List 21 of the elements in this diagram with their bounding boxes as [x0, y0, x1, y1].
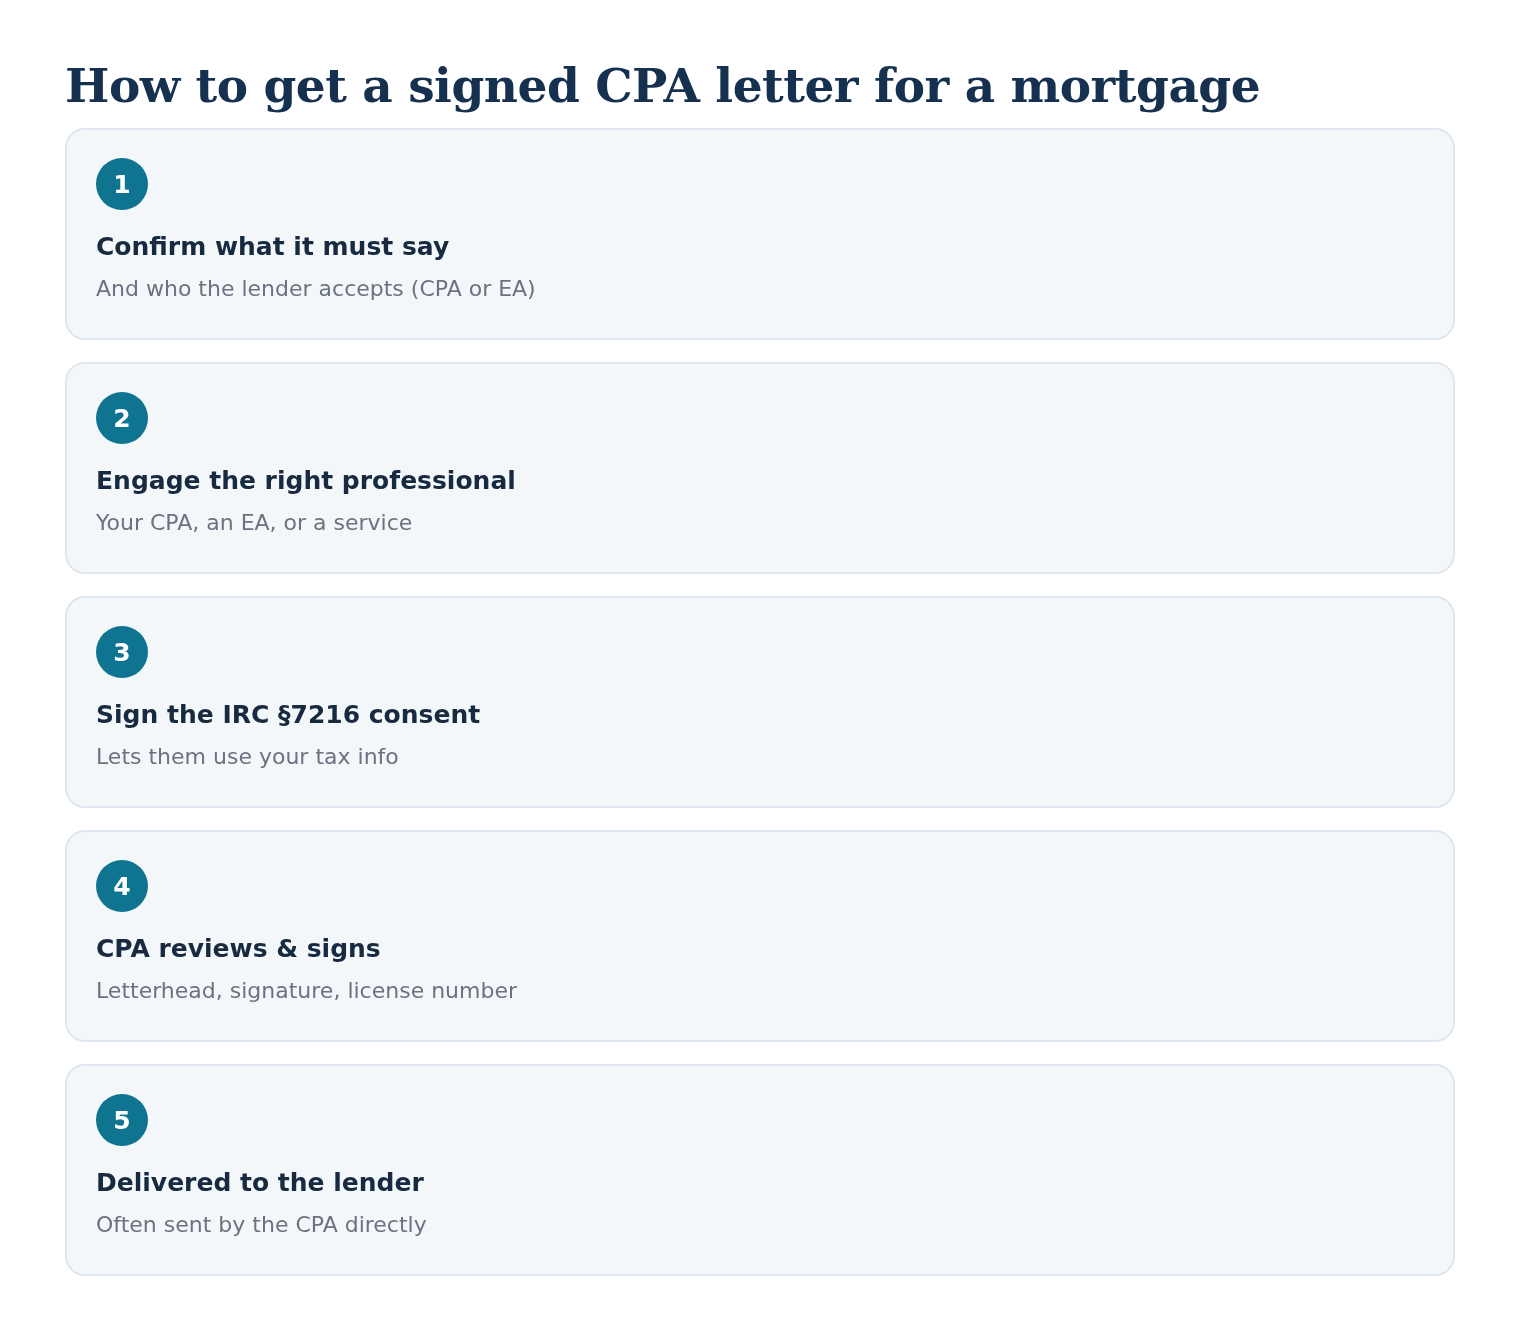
step-title: Sign the IRC §7216 consent [96, 699, 481, 731]
step-card [65, 1064, 1455, 1276]
step-card [65, 362, 1455, 574]
step-description: Lets them use your tax info [96, 743, 399, 771]
diagram-title: How to get a signed CPA letter for a mortgage [65, 57, 1262, 115]
step-number: 4 [96, 860, 148, 912]
step-number: 5 [96, 1094, 148, 1146]
step-card [65, 128, 1455, 340]
step-number: 2 [96, 392, 148, 444]
step-description: Often sent by the CPA directly [96, 1211, 427, 1239]
step-description: And who the lender accepts (CPA or EA) [96, 275, 536, 303]
step-number: 3 [96, 626, 148, 678]
step-card [65, 596, 1455, 808]
step-card [65, 830, 1455, 1042]
step-description: Your CPA, an EA, or a service [96, 509, 413, 537]
step-description: Letterhead, signature, license number [96, 977, 518, 1005]
step-title: Engage the right professional [96, 465, 516, 497]
step-title: Delivered to the lender [96, 1167, 424, 1199]
step-title: Confirm what it must say [96, 231, 450, 263]
step-number: 1 [96, 158, 148, 210]
step-title: CPA reviews & signs [96, 933, 381, 965]
